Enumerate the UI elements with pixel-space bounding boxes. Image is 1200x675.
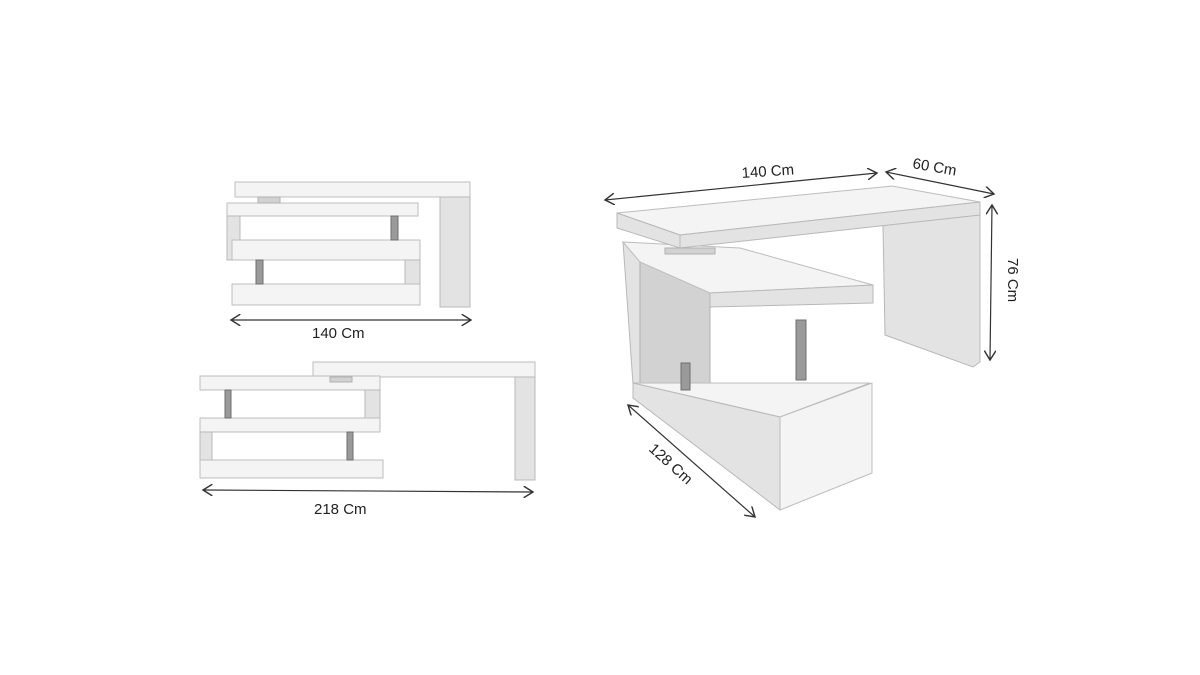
depth-dimension-line bbox=[886, 172, 994, 194]
depth-label: 60 Cm bbox=[911, 155, 957, 179]
length-dimension-line bbox=[605, 173, 877, 200]
compact-desk-illustration bbox=[226, 181, 471, 308]
length-label: 140 Cm bbox=[741, 161, 795, 182]
return-label: 128 Cm bbox=[645, 440, 695, 488]
extended-width-label: 218 Cm bbox=[314, 501, 367, 518]
extended-desk-illustration bbox=[199, 361, 536, 481]
height-dimension-line bbox=[990, 205, 992, 360]
extended-width-dimension-line bbox=[203, 490, 533, 492]
compact-width-label: 140 Cm bbox=[312, 325, 365, 342]
return-dimension-line bbox=[628, 405, 755, 517]
height-label: 76 Cm bbox=[1004, 258, 1021, 302]
